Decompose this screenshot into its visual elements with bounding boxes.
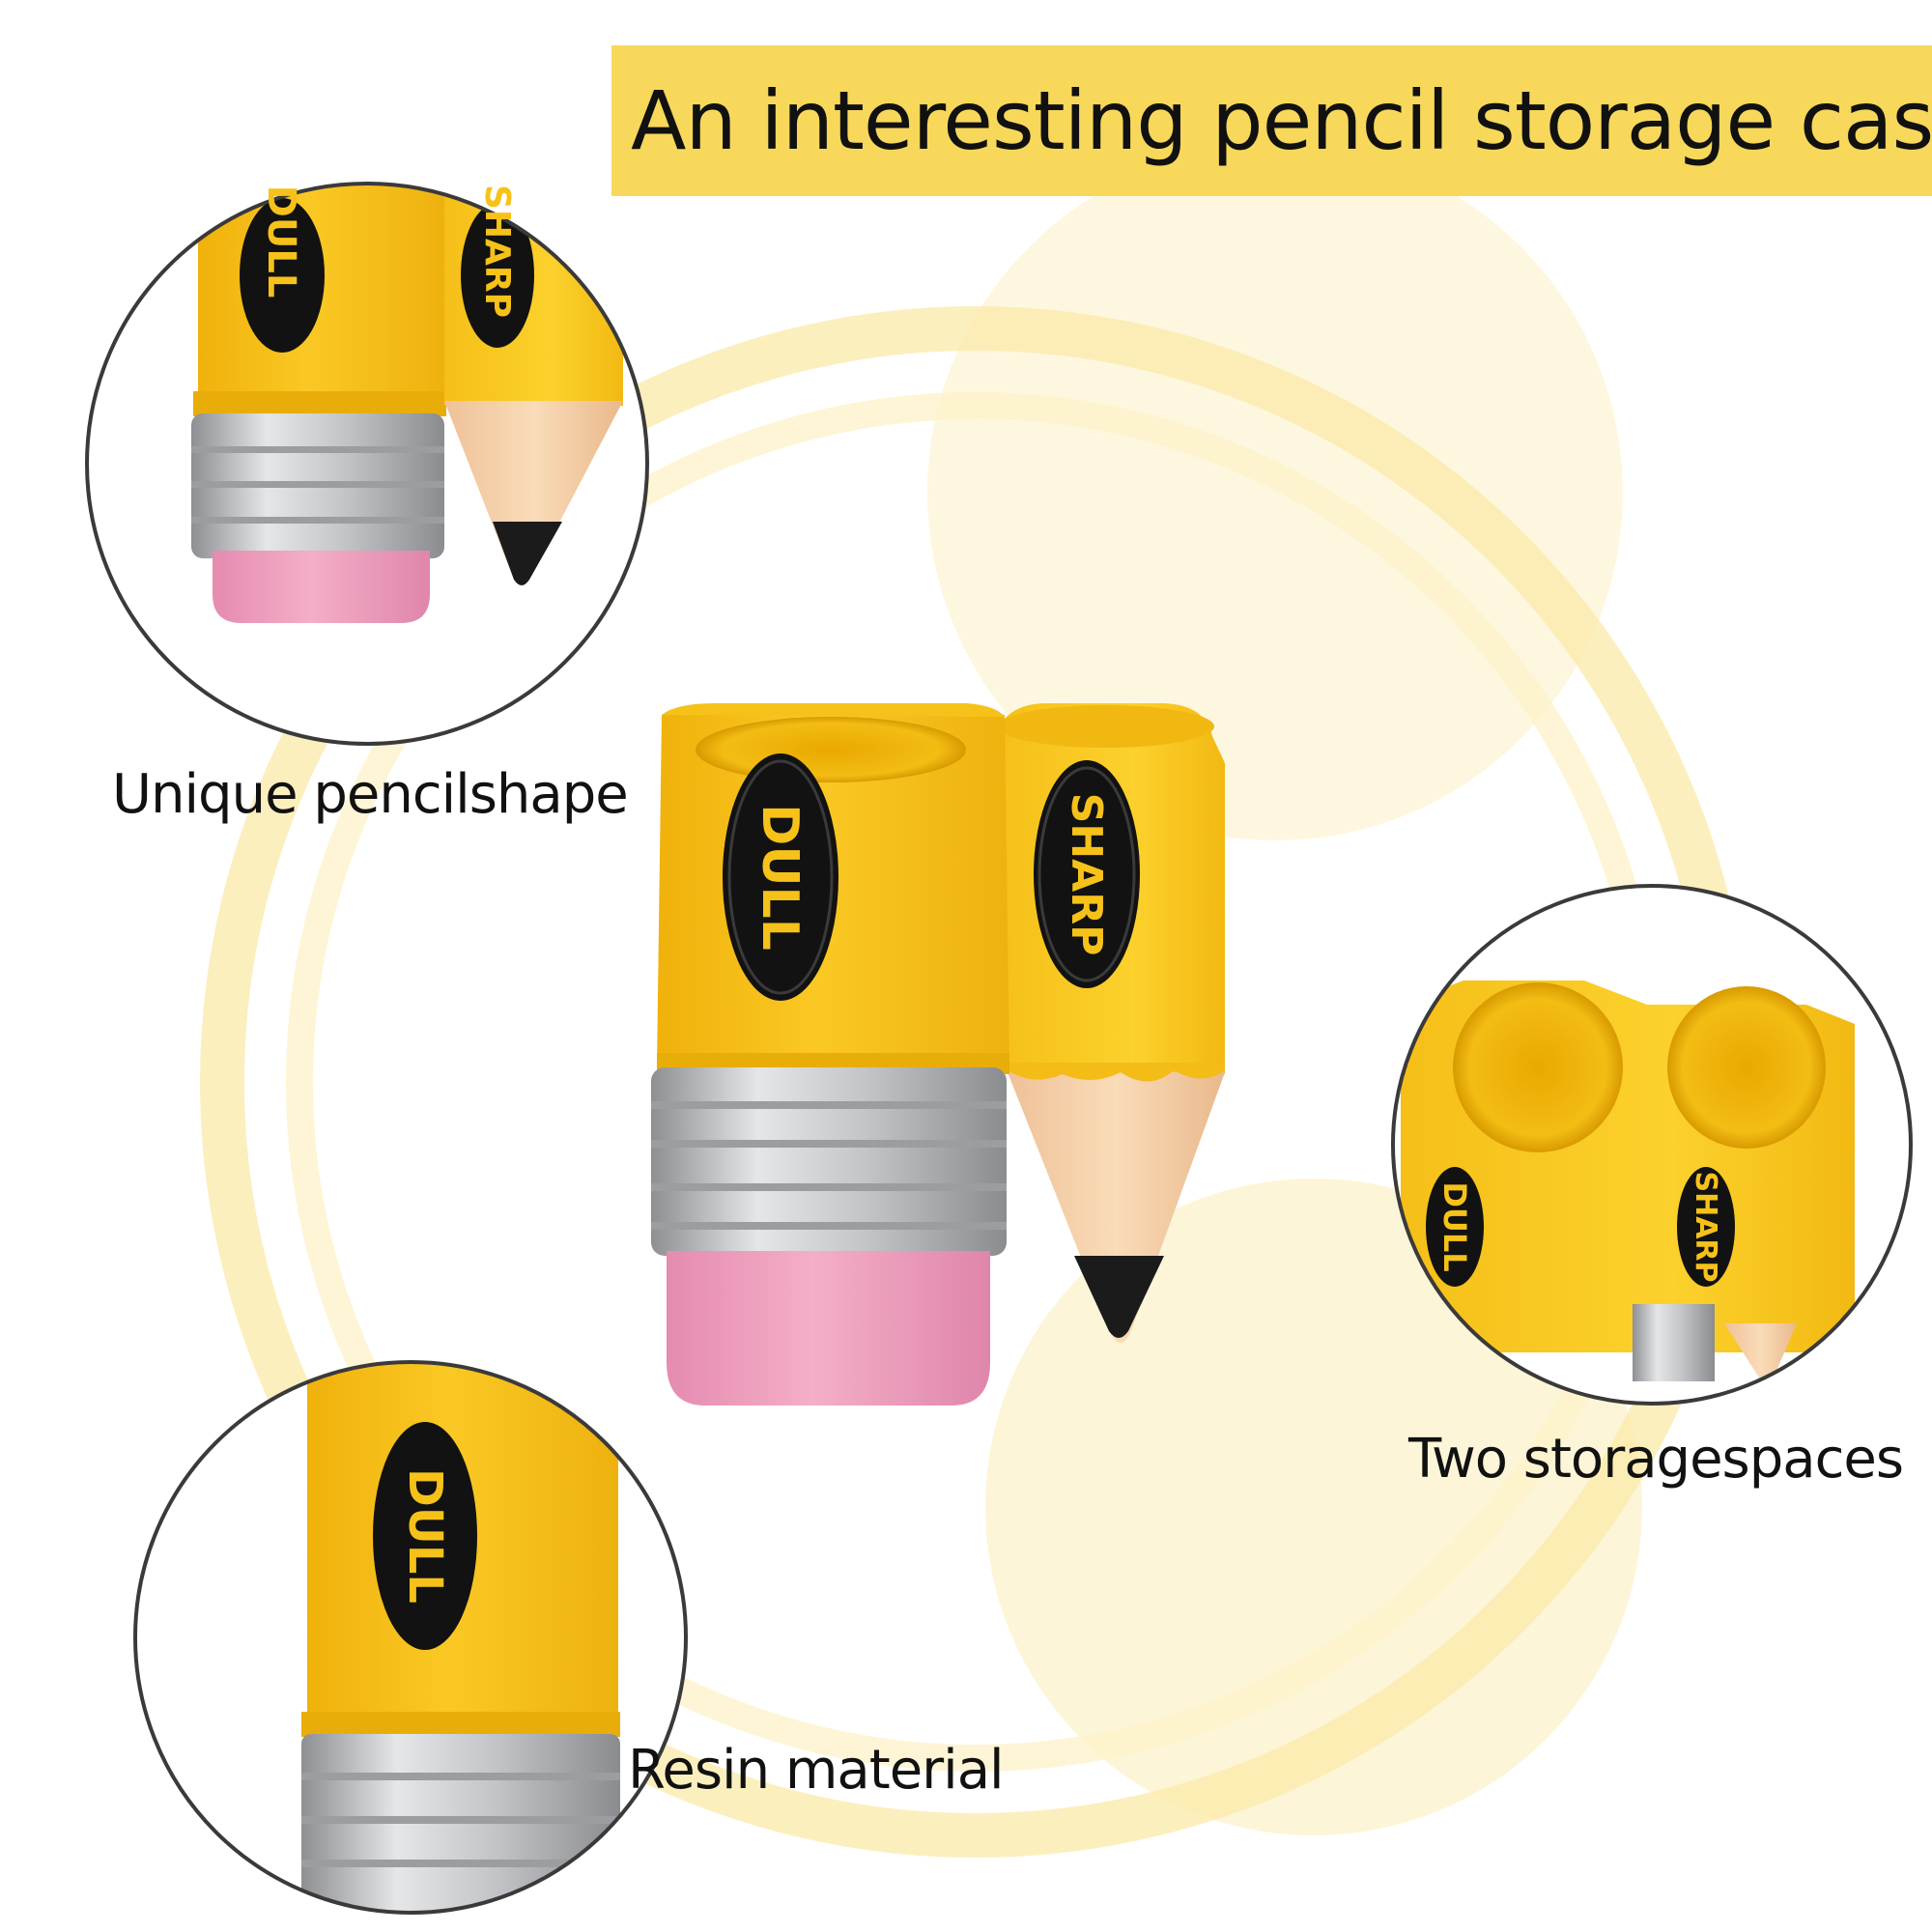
sharp-label-callout-1: SHARP	[477, 185, 517, 318]
sharp-label-main: SHARP	[1062, 793, 1111, 956]
sharp-label-callout-2: SHARP	[1689, 1171, 1722, 1282]
dull-label-callout-2: DULL	[1436, 1181, 1473, 1271]
dull-label-callout-3: DULL	[398, 1468, 452, 1604]
sharp-pencil	[995, 703, 1225, 1343]
title-banner: An interesting pencil storage case	[611, 45, 1932, 196]
dull-label-main: DULL	[751, 804, 809, 951]
caption-resin-material: Resin material	[628, 1739, 1005, 1802]
caption-unique-shape: Unique pencilshape	[112, 763, 629, 826]
pencil-holder-main	[651, 703, 1225, 1406]
caption-two-storage: Two storagespaces	[1408, 1428, 1904, 1491]
callout-two-storage	[1391, 884, 1913, 1406]
dull-pencil	[651, 703, 1009, 1406]
page-title: An interesting pencil storage case	[631, 73, 1932, 168]
callout-resin	[133, 1360, 688, 1915]
dull-label-callout-1: DULL	[259, 185, 303, 298]
callout-unique-shape	[85, 182, 649, 746]
